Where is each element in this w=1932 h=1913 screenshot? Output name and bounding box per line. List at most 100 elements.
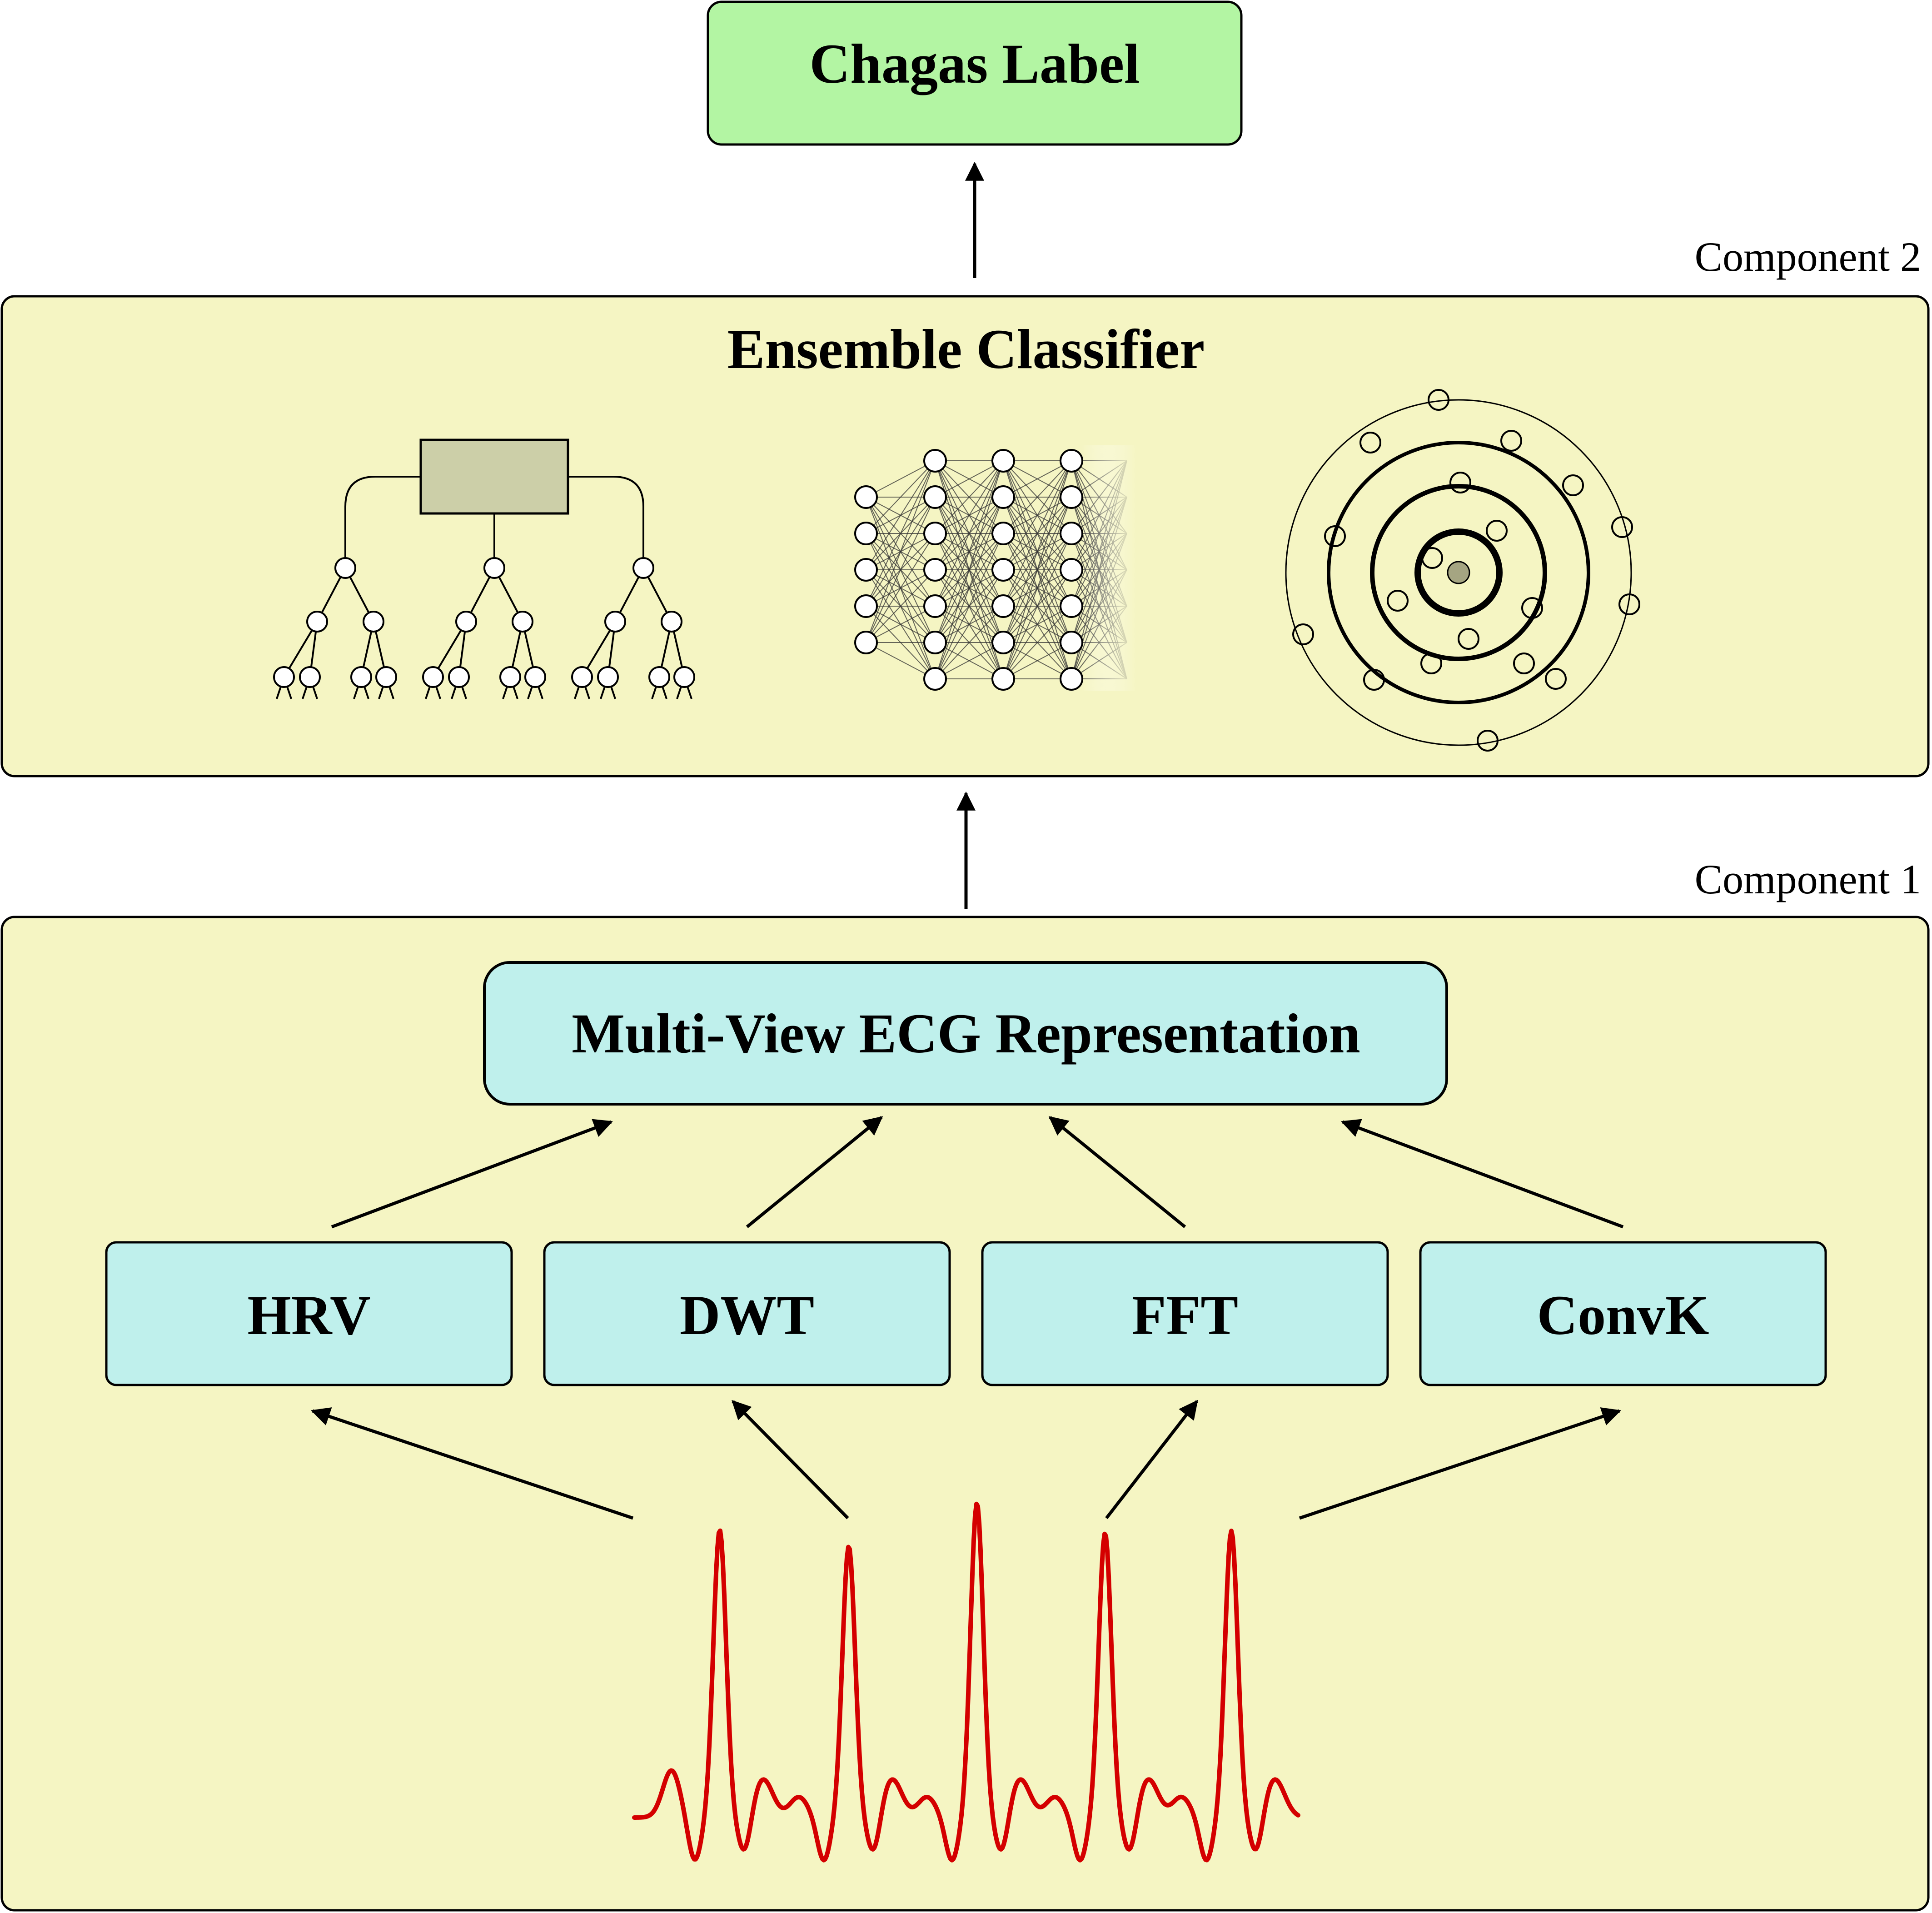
tree-node [661,611,682,633]
nn-neuron [923,558,947,582]
nn-neuron [1060,631,1083,654]
nn-edge [935,569,1004,679]
nn-neuron [1060,558,1083,582]
neural-network-icon [854,445,1136,691]
nn-edge [866,460,936,570]
nn-edge [935,460,1004,498]
feature-label-fft: FFT [1132,1284,1238,1346]
ensemble-classifier-panel: Ensemble Classifier [0,295,1930,777]
nn-edge [1003,642,1072,679]
cluster-ring [1414,528,1503,617]
tree-connector [344,476,421,558]
nn-edge [935,533,1004,679]
feature-node-dwt: DWT [543,1241,951,1386]
cluster-ring [1285,399,1632,746]
nn-edge [866,460,936,607]
cluster-point [1500,430,1522,452]
cluster-point [1292,623,1314,645]
tree-node [597,666,619,688]
nn-neuron [923,594,947,618]
tree-node [334,557,356,579]
cluster-point [1359,432,1381,453]
tree-node [422,666,444,688]
nn-neuron [1060,594,1083,618]
nn-neuron [854,485,878,509]
cluster-point [1562,474,1584,496]
nn-edge [1003,460,1072,607]
nn-neuron [923,449,947,473]
nn-edge [866,497,936,643]
cluster-point [1449,472,1471,493]
nn-neuron [923,631,947,654]
nn-neuron [991,485,1015,509]
nn-neuron [1060,485,1083,509]
feature-node-fft: FFT [981,1241,1389,1386]
cluster-point [1545,668,1567,690]
nn-edge [935,460,1004,570]
tree-node [673,666,695,688]
feature-node-convk: ConvK [1419,1241,1827,1386]
nn-edge [935,460,1004,643]
cluster-point [1521,597,1543,619]
nn-neuron [854,522,878,545]
component-1-panel [0,916,1930,1912]
nn-neuron [991,594,1015,618]
tree-node [499,666,521,688]
nn-neuron [991,631,1015,654]
cluster-point [1477,730,1499,752]
nn-edge [1003,497,1072,679]
nn-edge [866,642,936,679]
nn-edge [935,606,1004,679]
arrow-ecg-to-convk [1299,1407,1621,1520]
decision-tree-forest-icon [273,438,695,699]
nn-neuron [854,558,878,582]
arrow-hrv-to-representation [331,1119,613,1229]
tree-root-box [419,438,569,515]
tree-node [363,611,384,633]
nn-edge [935,460,1004,607]
cluster-point [1324,525,1346,547]
nn-edge [1003,460,1072,643]
nn-edge [935,497,1004,679]
feature-label-convk: ConvK [1537,1284,1709,1346]
cluster-point [1363,669,1385,691]
cluster-point [1486,520,1508,542]
tree-connector [568,476,644,558]
cluster-point [1458,628,1479,650]
ensemble-classifier-title: Ensemble Classifier [727,318,1205,380]
nn-fade [1081,445,1136,691]
nn-neuron [854,594,878,618]
nn-neuron [991,449,1015,473]
feature-label-dwt: DWT [680,1284,814,1346]
nn-neuron [991,522,1015,545]
component-2-tag: Component 2 [1695,234,1921,280]
cluster-point [1420,653,1442,674]
chagas-label-node: Chagas Label [707,0,1243,146]
tree-node [455,611,477,633]
cluster-ring [1370,484,1547,661]
cluster-point [1618,593,1640,615]
chagas-label-text: Chagas Label [810,33,1140,95]
nn-neuron [923,485,947,509]
cluster-point [1611,516,1633,538]
tree-node [299,666,321,688]
arrow-convk-to-representation [1341,1119,1624,1229]
tree-node [648,666,670,688]
nn-neuron [923,522,947,545]
tree-node [604,611,626,633]
nn-edge [866,533,936,643]
component-1-tag: Component 1 [1695,856,1921,902]
nn-edge [1003,460,1072,570]
ecg-signal-icon [632,1501,1300,1863]
nn-edge [935,642,1004,679]
multi-view-ecg-representation-node: Multi-View ECG Representation [483,961,1448,1106]
tree-node [524,666,546,688]
tree-node [448,666,470,688]
tree-node [483,557,505,579]
cluster-point [1421,547,1443,569]
nn-edge [1003,533,1072,679]
feature-node-hrv: HRV [105,1241,513,1386]
nn-edge [1003,460,1072,498]
nn-edge [1003,460,1072,534]
